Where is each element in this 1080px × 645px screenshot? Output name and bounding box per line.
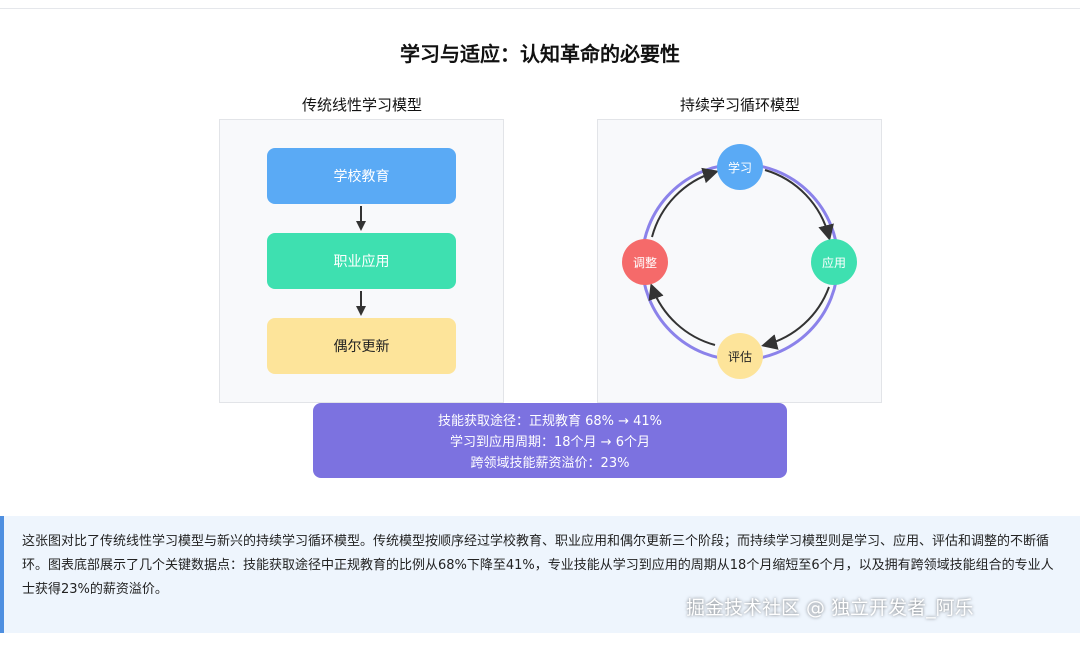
node-adjust: 调整 bbox=[622, 239, 668, 285]
arrow-head-1 bbox=[356, 221, 366, 231]
continuous-model-panel: 学习 应用 评估 调整 bbox=[597, 119, 882, 403]
step-school-education: 学校教育 bbox=[267, 148, 456, 204]
description-text: 这张图对比了传统线性学习模型与新兴的持续学习循环模型。传统模型按顺序经过学校教育… bbox=[22, 534, 1054, 597]
traditional-model-title: 传统线性学习模型 bbox=[301, 96, 422, 114]
traditional-model-panel: 学校教育 职业应用 偶尔更新 bbox=[219, 119, 504, 403]
arrow-adjust-to-learn bbox=[651, 167, 719, 238]
key-stats-box: 技能获取途径：正规教育 68% → 41% 学习到应用周期：18个月 → 6个月… bbox=[313, 403, 787, 478]
arrow-down-2 bbox=[360, 291, 362, 307]
step-occasional-update: 偶尔更新 bbox=[267, 318, 456, 374]
node-learn: 学习 bbox=[717, 144, 763, 190]
top-divider bbox=[0, 8, 1080, 9]
arrow-down-1 bbox=[360, 206, 362, 222]
watermark-text: 掘金技术社区 @ 独立开发者_阿乐 bbox=[686, 597, 974, 619]
stat-skill-acquisition: 技能获取途径：正规教育 68% → 41% bbox=[437, 414, 663, 429]
arrow-learn-to-apply bbox=[764, 169, 834, 241]
arrow-apply-to-evaluate bbox=[761, 286, 830, 350]
continuous-model-title: 持续学习循环模型 bbox=[679, 96, 800, 114]
arrow-evaluate-to-adjust bbox=[648, 283, 716, 346]
node-evaluate: 评估 bbox=[717, 333, 763, 379]
stat-learn-to-apply-cycle: 学习到应用周期：18个月 → 6个月 bbox=[450, 435, 650, 450]
cycle-ring bbox=[640, 162, 840, 362]
description-panel: 这张图对比了传统线性学习模型与新兴的持续学习循环模型。传统模型按顺序经过学校教育… bbox=[0, 516, 1080, 633]
node-apply: 应用 bbox=[811, 239, 857, 285]
stat-cross-domain-premium: 跨领域技能薪资溢价：23% bbox=[470, 456, 630, 471]
step-career-application: 职业应用 bbox=[267, 233, 456, 289]
page-title: 学习与适应：认知革命的必要性 bbox=[400, 42, 680, 66]
arrow-head-2 bbox=[356, 306, 366, 316]
